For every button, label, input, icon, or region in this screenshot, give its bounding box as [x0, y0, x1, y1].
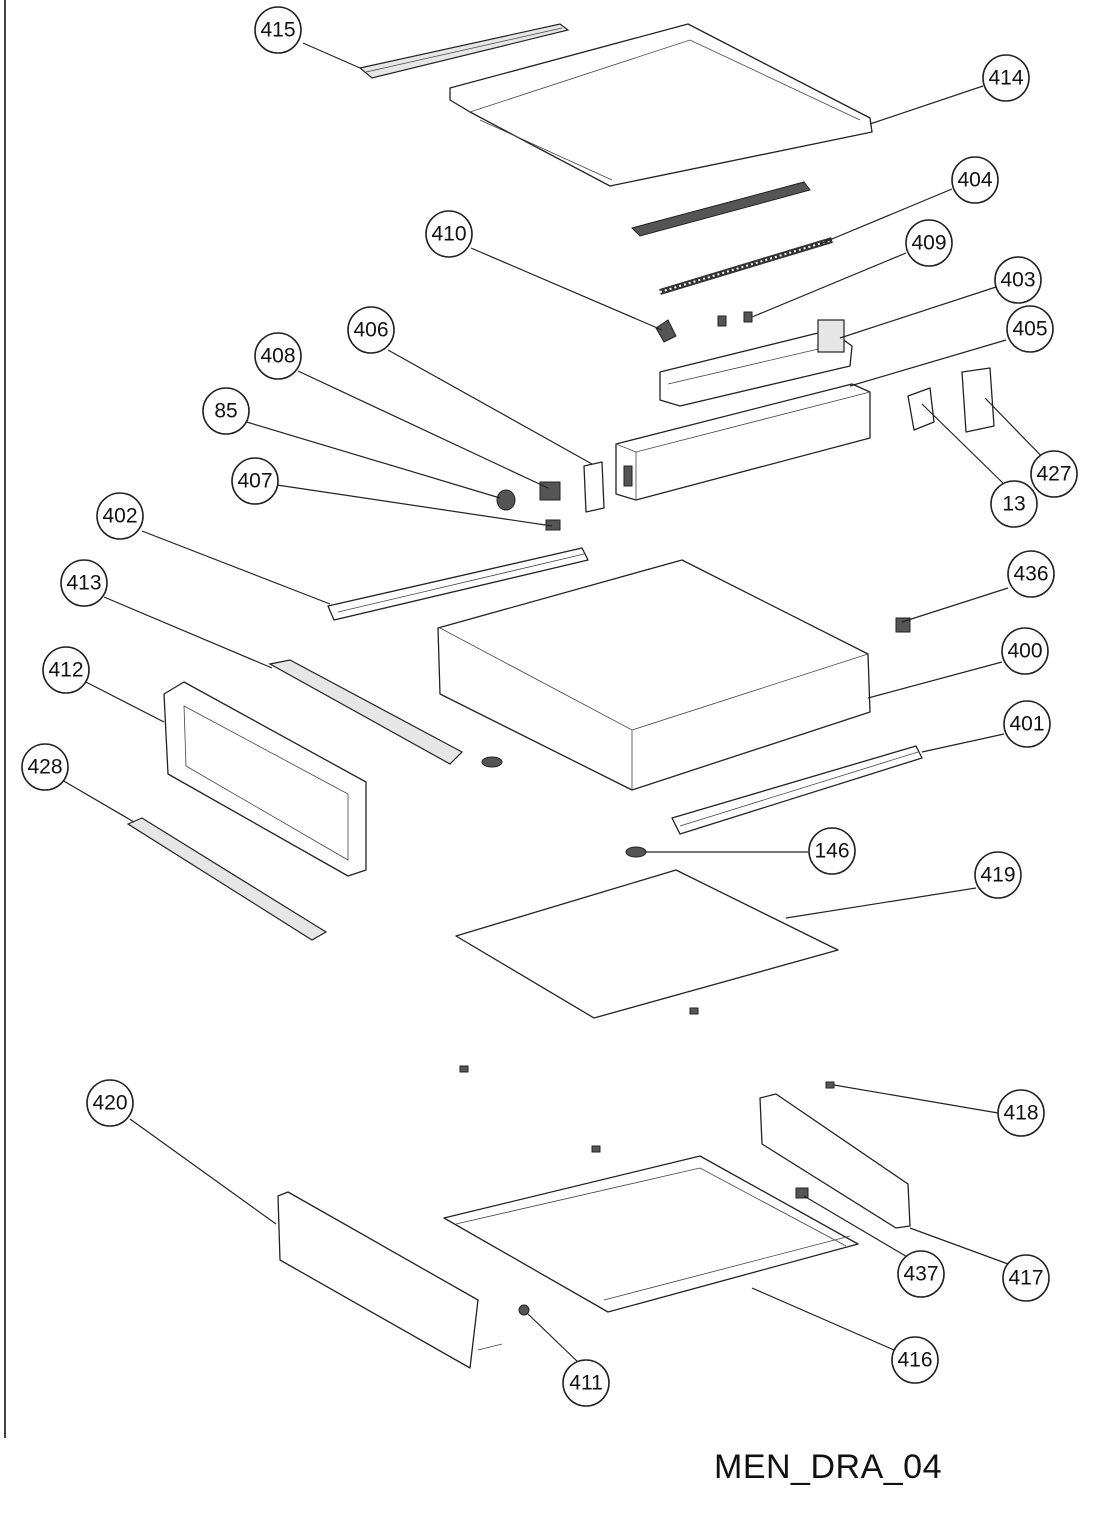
- part-417-back-panel: [759, 1093, 911, 1229]
- callout-400: 400: [1001, 627, 1049, 675]
- svg-text:427: 427: [1036, 463, 1071, 486]
- drawing-id-label: MEN_DRA_04: [714, 1448, 942, 1486]
- callout-437: 437: [897, 1250, 945, 1298]
- callout-436: 436: [1007, 550, 1055, 598]
- svg-text:416: 416: [897, 1349, 932, 1372]
- svg-text:400: 400: [1007, 640, 1042, 663]
- drawing-parts: [126, 23, 995, 1369]
- callout-414: 414: [982, 54, 1030, 102]
- svg-text:415: 415: [260, 19, 295, 42]
- part-428-strip: [126, 817, 328, 941]
- callout-404: 404: [951, 156, 999, 204]
- svg-text:437: 437: [903, 1263, 938, 1286]
- callout-85: 85: [202, 387, 250, 435]
- part-419-panel: [455, 869, 839, 1019]
- callout-419: 419: [974, 851, 1022, 899]
- callout-409: 409: [905, 219, 953, 267]
- svg-text:13: 13: [1002, 493, 1025, 516]
- part-405-housing: [615, 383, 871, 501]
- part-pad-b: [459, 1065, 469, 1073]
- part-413-rail: [268, 659, 463, 765]
- callout-balloons: 415 414 404 410 409 403 405 406 408 85 4…: [21, 6, 1078, 1407]
- svg-text:418: 418: [1003, 1102, 1038, 1125]
- drawing-frame-edge: [4, 0, 6, 1438]
- callout-417: 417: [1002, 1254, 1050, 1302]
- callout-408: 408: [254, 332, 302, 380]
- callout-416: 416: [891, 1336, 939, 1384]
- svg-text:404: 404: [957, 169, 992, 192]
- part-436-clip: [895, 617, 911, 633]
- exploded-parts-diagram: 415 414 404 410 409 403 405 406 408 85 4…: [21, 6, 1078, 1407]
- part-416-tray: [443, 1155, 859, 1313]
- part-437-part: [795, 1187, 809, 1199]
- svg-text:401: 401: [1009, 713, 1044, 736]
- part-pad-c: [591, 1145, 601, 1153]
- part-foot-b: [481, 756, 503, 768]
- part-427-bracket: [961, 367, 995, 433]
- part-strip-lower: [631, 181, 811, 237]
- svg-text:436: 436: [1013, 563, 1048, 586]
- callout-402: 402: [96, 492, 144, 540]
- svg-text:402: 402: [102, 505, 137, 528]
- callout-146: 146: [808, 827, 856, 875]
- part-410-clip: [655, 319, 677, 343]
- svg-text:403: 403: [1000, 269, 1035, 292]
- svg-text:411: 411: [569, 1372, 602, 1395]
- svg-text:146: 146: [814, 840, 849, 863]
- svg-text:428: 428: [27, 756, 62, 779]
- part-412-front-frame: [163, 681, 367, 877]
- part-13-bracket: [907, 387, 935, 431]
- part-146-foot: [625, 846, 647, 858]
- part-418-pad: [825, 1081, 835, 1089]
- callout-427: 427: [1030, 450, 1078, 498]
- part-404-heating-element: [659, 237, 833, 295]
- part-414-top-cover: [449, 23, 873, 187]
- callout-405: 405: [1006, 305, 1054, 353]
- part-408-component: [539, 481, 561, 501]
- part-409-screw-b: [743, 311, 753, 323]
- part-411-screw: [518, 1304, 530, 1316]
- callout-401: 401: [1003, 700, 1051, 748]
- svg-text:410: 410: [431, 223, 466, 246]
- svg-text:85: 85: [214, 400, 237, 423]
- part-420-front-panel: [277, 1191, 479, 1369]
- callout-406: 406: [347, 306, 395, 354]
- callout-13: 13: [990, 480, 1038, 528]
- part-415-strip: [358, 23, 570, 79]
- svg-text:414: 414: [988, 67, 1023, 90]
- callout-420: 420: [86, 1079, 134, 1127]
- callout-418: 418: [997, 1089, 1045, 1137]
- part-85-knob: [496, 489, 516, 511]
- callout-407: 407: [231, 457, 279, 505]
- leader-lines: [61, 42, 1051, 1365]
- part-400-drawer-box: [437, 559, 871, 791]
- svg-text:408: 408: [260, 345, 295, 368]
- callout-403: 403: [994, 256, 1042, 304]
- svg-text:413: 413: [66, 572, 101, 595]
- part-409-screw-a: [717, 315, 727, 327]
- callout-428: 428: [21, 743, 69, 791]
- svg-text:405: 405: [1012, 318, 1047, 341]
- callout-410: 410: [425, 210, 473, 258]
- svg-text:412: 412: [48, 659, 83, 682]
- svg-text:409: 409: [911, 232, 946, 255]
- svg-text:417: 417: [1008, 1267, 1043, 1290]
- callout-415: 415: [254, 6, 302, 54]
- part-406-switch: [583, 461, 605, 513]
- svg-text:419: 419: [980, 864, 1015, 887]
- callout-413: 413: [60, 559, 108, 607]
- part-pad-a: [689, 1007, 699, 1015]
- callout-412: 412: [42, 646, 90, 694]
- callout-411: 411: [562, 1359, 610, 1407]
- svg-text:406: 406: [353, 319, 388, 342]
- svg-text:420: 420: [92, 1092, 127, 1115]
- svg-text:407: 407: [237, 470, 272, 493]
